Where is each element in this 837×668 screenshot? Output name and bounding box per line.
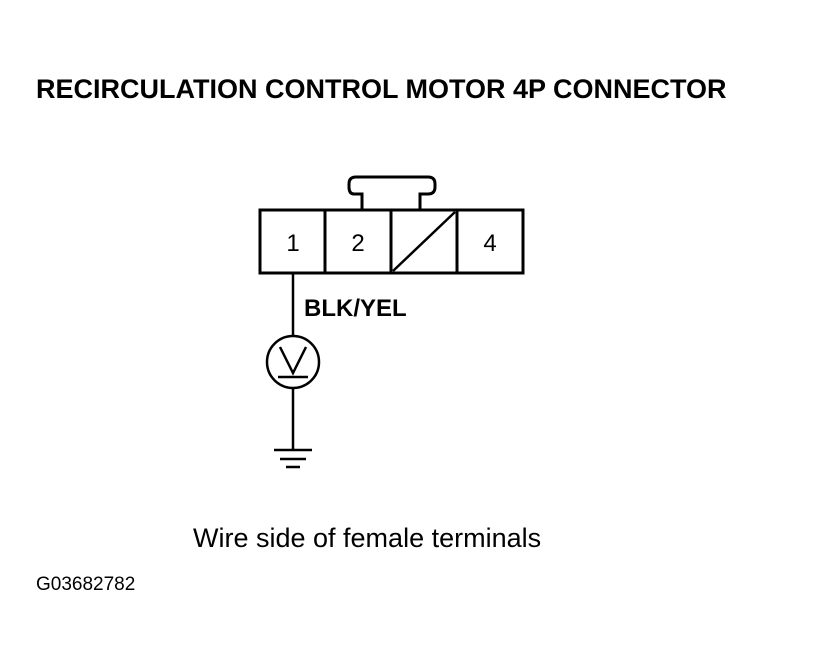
figure-id: G03682782 <box>36 574 135 595</box>
diagram-title: RECIRCULATION CONTROL MOTOR 4P CONNECTOR <box>36 74 727 104</box>
voltmeter-icon <box>265 334 321 390</box>
view-caption: Wire side of female terminals <box>193 523 541 553</box>
terminal-2-label: 2 <box>351 230 364 257</box>
connector-lock-tab <box>347 175 437 210</box>
empty-cavity-slash <box>392 211 456 272</box>
terminal-1-label: 1 <box>286 230 299 257</box>
ground-icon <box>274 448 312 469</box>
terminal-4-label: 4 <box>483 230 496 257</box>
wire-color-label: BLK/YEL <box>304 295 407 322</box>
